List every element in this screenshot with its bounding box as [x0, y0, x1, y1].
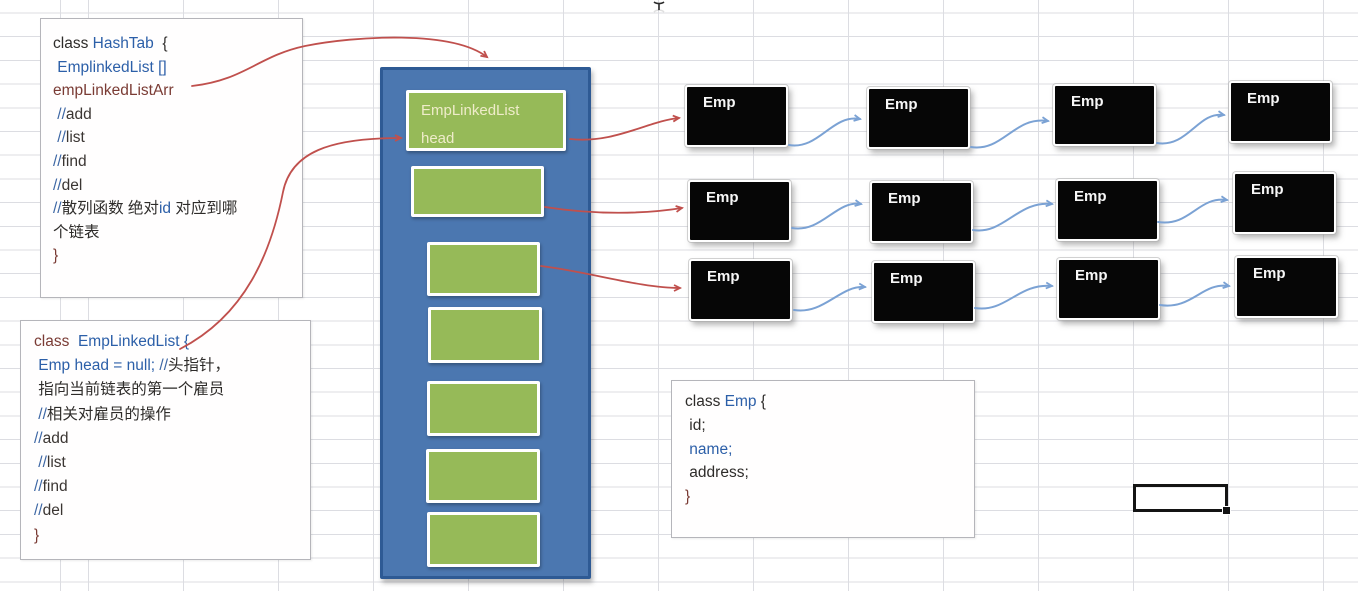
hashtab-class-textbox-line-8: //散列函数 绝对id 对应到哪 [53, 200, 238, 218]
emplinkedlist-class-textbox-line-2: Emp head = null; //头指针， [34, 357, 231, 375]
emp-node-label: Emp [888, 190, 921, 207]
hashtable-bucket-1[interactable]: EmpLinkedList head [406, 90, 566, 151]
emp-node-label: Emp [707, 268, 740, 285]
list-1-link-2-arrow[interactable] [970, 116, 1050, 149]
emplinkedlist-class-textbox-line-4: //相关对雇员的操作 [34, 405, 171, 423]
emp-node-r1-c2[interactable]: Emp [867, 87, 970, 149]
active-cell-selection[interactable] [1133, 484, 1231, 515]
emp-node-label: Emp [885, 96, 918, 113]
emp-class-textbox-line-5: } [685, 488, 691, 506]
emp-node-label: Emp [1075, 267, 1108, 284]
emp-class-textbox-line-3: name; [685, 440, 733, 458]
emp-node-r3-c3[interactable]: Emp [1057, 258, 1160, 320]
emp-node-r2-c3[interactable]: Emp [1056, 179, 1159, 241]
list-2-link-2-arrow[interactable] [972, 199, 1054, 232]
hashtab-class-textbox-line-6: //find [53, 152, 87, 170]
emplinkedlist-class-textbox-line-1: class EmpLinkedList { [34, 333, 190, 350]
emp-node-r2-c2[interactable]: Emp [870, 181, 973, 243]
list-3-link-1-arrow[interactable] [793, 282, 868, 312]
hashtab-class-textbox-line-5: //list [53, 129, 85, 147]
emp-node-r2-c4[interactable]: Emp [1233, 172, 1336, 234]
emplinkedlist-class-textbox-line-5: //add [34, 429, 69, 447]
list-2-link-3-arrow[interactable] [1157, 195, 1229, 224]
emp-node-label: Emp [1247, 90, 1280, 107]
emplinkedlist-class-textbox-line-6: //list [34, 454, 66, 472]
hashtab-class-textbox-line-4: //add [53, 105, 92, 123]
hashtab-class-textbox-line-9: 个链表 [53, 223, 100, 241]
emplinkedlist-class-textbox-line-8: //del [34, 502, 64, 520]
list-1-link-1-arrow[interactable] [788, 114, 862, 147]
emp-node-label: Emp [1074, 188, 1107, 205]
emp-class-textbox-line-2: id; [685, 416, 706, 434]
list-2-link-1-arrow[interactable] [791, 199, 863, 230]
hashtab-class-textbox-line-7: //del [53, 176, 83, 194]
i-beam-cursor [653, 1, 665, 13]
emp-node-r1-c1[interactable]: Emp [685, 85, 788, 147]
hashtable-bucket-5[interactable] [427, 381, 540, 436]
emp-node-label: Emp [1251, 181, 1284, 198]
emp-node-label: Emp [706, 189, 739, 206]
hashtab-class-textbox-line-10: } [53, 247, 59, 265]
emp-node-label: Emp [703, 94, 736, 111]
hashtable-bucket-2[interactable] [411, 166, 544, 217]
fill-handle[interactable] [1222, 506, 1231, 515]
emp-node-r1-c3[interactable]: Emp [1053, 84, 1156, 146]
emp-node-r3-c4[interactable]: Emp [1235, 256, 1338, 318]
hashtable-bucket-4[interactable] [428, 307, 542, 363]
list-3-link-2-arrow[interactable] [974, 281, 1055, 310]
hashtab-class-textbox-line-3: empLinkedListArr [53, 82, 174, 100]
emp-class-textbox[interactable]: class Emp { id; name; address;} [671, 380, 975, 538]
emp-class-textbox-line-1: class Emp { [685, 393, 766, 410]
emplinkedlist-class-textbox-line-7: //find [34, 478, 68, 496]
list-1-link-3-arrow[interactable] [1156, 110, 1226, 145]
emp-node-label: Emp [1071, 93, 1104, 110]
hashtab-class-textbox[interactable]: class HashTab { EmplinkedList [] empLinke… [40, 18, 303, 298]
emp-node-label: Emp [890, 270, 923, 287]
emplinkedlist-class-textbox-line-9: } [34, 526, 40, 544]
hashtab-class-textbox-line-2: EmplinkedList [] [53, 58, 167, 76]
emplinkedlist-class-textbox[interactable]: class EmpLinkedList { Emp head = null; /… [20, 320, 311, 560]
emp-node-r3-c1[interactable]: Emp [689, 259, 792, 321]
emp-node-r2-c1[interactable]: Emp [688, 180, 791, 242]
emp-node-r1-c4[interactable]: Emp [1229, 81, 1332, 143]
hashtable-bucket-7[interactable] [427, 512, 540, 567]
emplinkedlist-class-textbox-line-3: 指向当前链表的第一个雇员 [34, 381, 225, 399]
hashtable-bucket-3[interactable] [427, 242, 540, 296]
emp-node-label: Emp [1253, 265, 1286, 282]
bucket-head-label: head [421, 130, 455, 147]
bucket-head-label: EmpLinkedList [421, 102, 520, 119]
hashtab-class-textbox-line-1: class HashTab { [53, 35, 168, 52]
emp-class-textbox-line-4: address; [685, 464, 749, 482]
hashtable-bucket-6[interactable] [426, 449, 540, 503]
list-3-link-3-arrow[interactable] [1159, 281, 1231, 307]
emp-node-r3-c2[interactable]: Emp [872, 261, 975, 323]
